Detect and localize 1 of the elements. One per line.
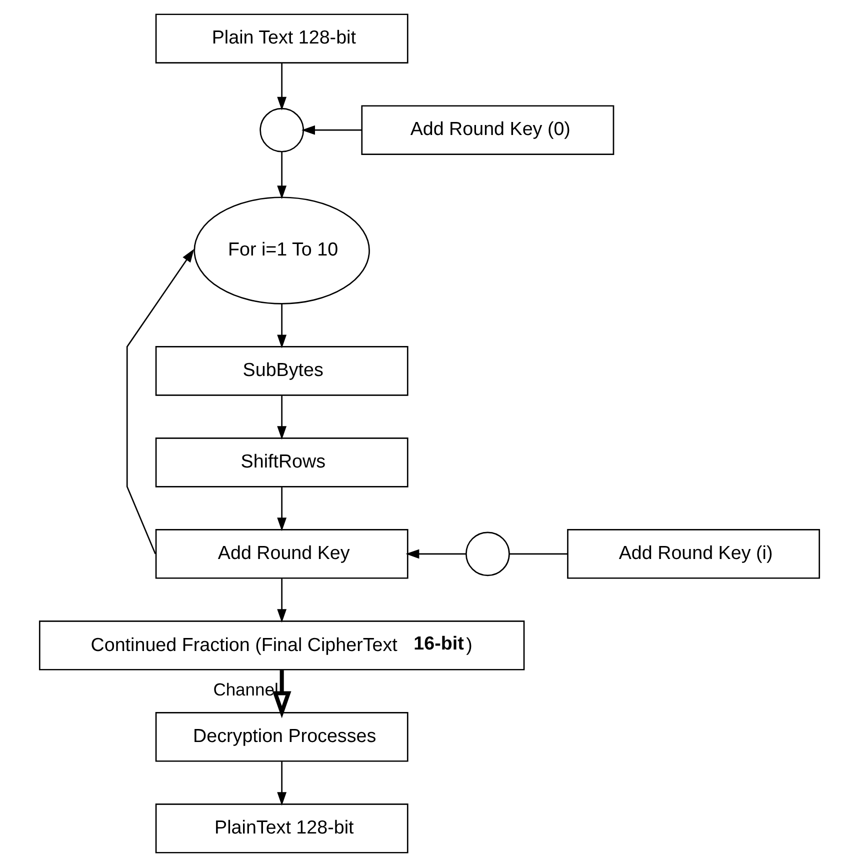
edge-label: Channel [213,679,278,700]
